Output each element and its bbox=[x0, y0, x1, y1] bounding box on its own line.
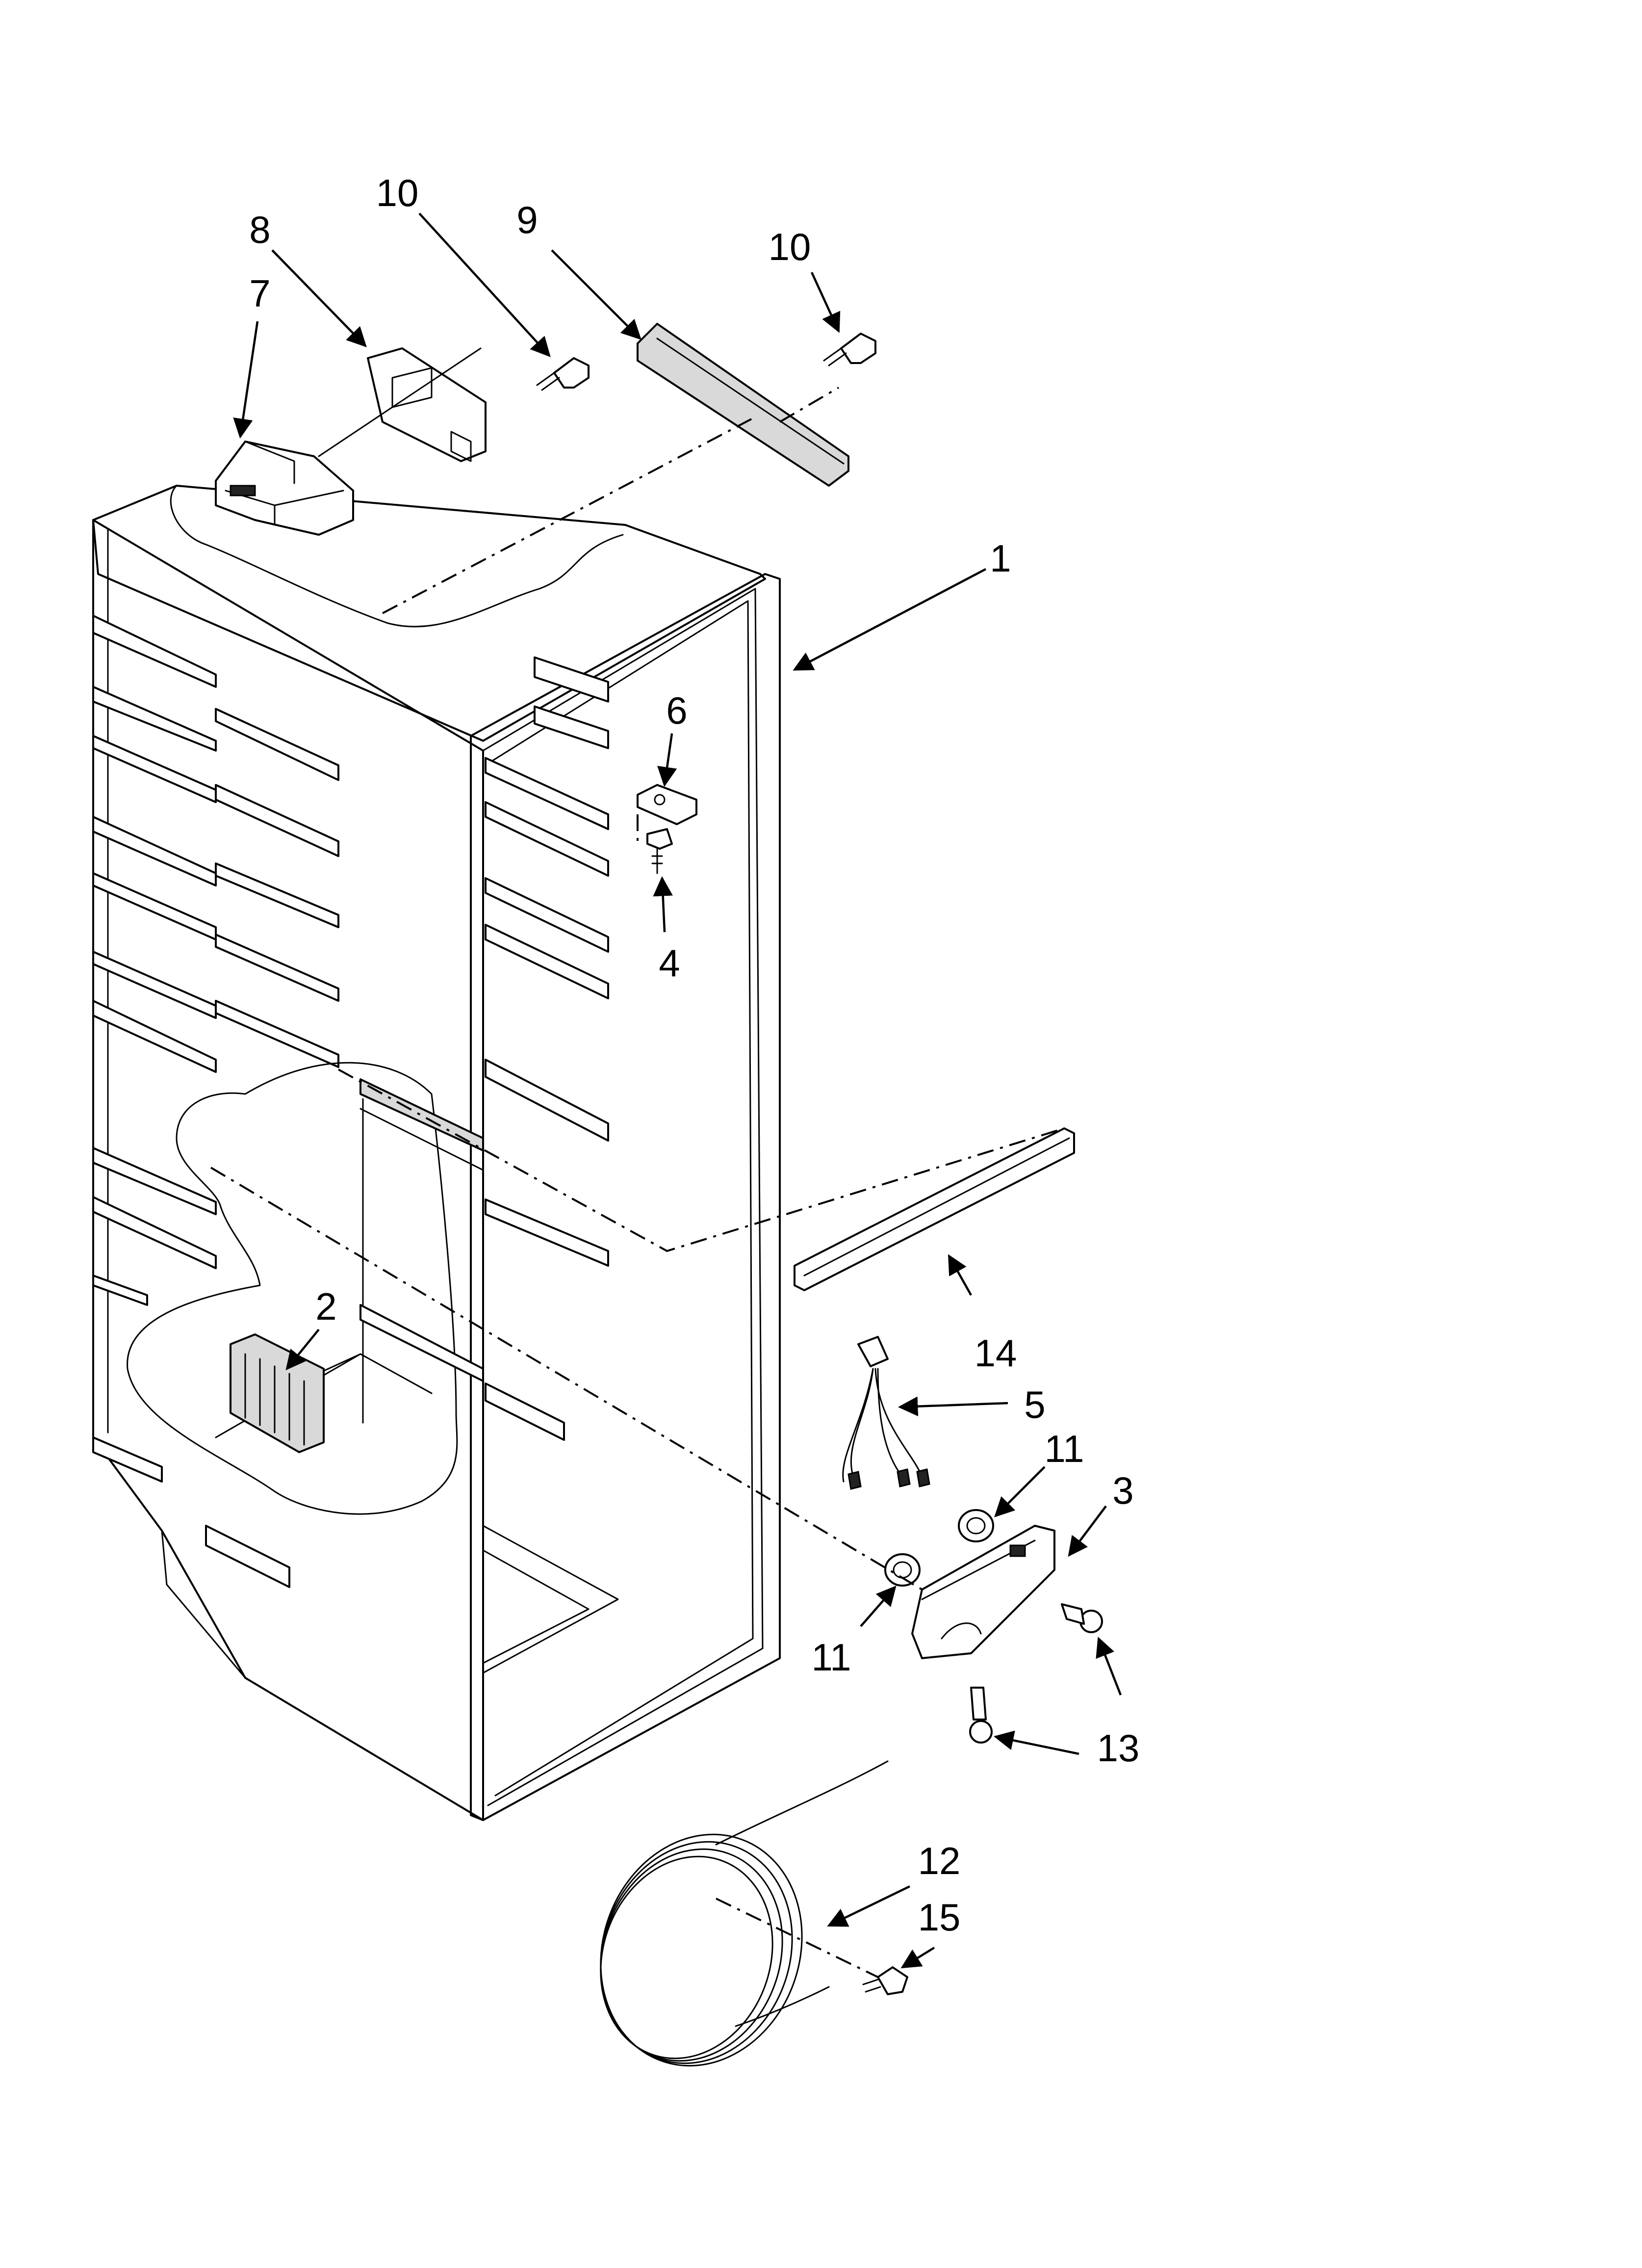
part-11-bushing-b bbox=[884, 1553, 921, 1587]
callout-5: 5 bbox=[1024, 1383, 1045, 1426]
callout-9: 9 bbox=[516, 198, 538, 241]
part-13-plug-b bbox=[969, 1687, 993, 1744]
part-8-bracket bbox=[318, 347, 487, 462]
right-shelf-rails bbox=[485, 656, 609, 1441]
part-12-tubing bbox=[600, 1760, 889, 2067]
callout-7: 7 bbox=[249, 272, 270, 315]
callout-labels: 1 2 3 4 5 6 7 8 9 10 10 11 11 12 13 14 1… bbox=[249, 171, 1139, 1939]
callout-14: 14 bbox=[975, 1331, 1017, 1375]
screw-10b bbox=[823, 333, 876, 366]
callout-13: 13 bbox=[1097, 1726, 1140, 1770]
part-9-rail bbox=[637, 323, 849, 487]
part-6-clip bbox=[637, 784, 697, 825]
assembly-lines bbox=[210, 387, 1065, 1978]
part-3-housing bbox=[911, 1525, 1055, 1659]
screw-10a bbox=[536, 357, 590, 391]
left-shelf-rails bbox=[92, 615, 339, 1588]
part-5-harness bbox=[842, 1336, 930, 1490]
callout-3: 3 bbox=[1112, 1469, 1133, 1512]
callout-10a: 10 bbox=[376, 171, 419, 214]
part-7-housing bbox=[215, 441, 354, 536]
callout-4: 4 bbox=[659, 941, 680, 985]
callout-11b: 11 bbox=[812, 1636, 851, 1679]
callout-1: 1 bbox=[990, 537, 1011, 580]
part-11-bushing-a bbox=[958, 1509, 994, 1542]
part-4-screw bbox=[646, 828, 673, 874]
callout-6: 6 bbox=[666, 689, 687, 732]
part-2-grille bbox=[230, 1333, 325, 1453]
part-13-plug-a bbox=[1061, 1603, 1103, 1633]
cabinet-liner bbox=[92, 485, 781, 1821]
callout-12: 12 bbox=[918, 1839, 961, 1882]
cabinet-cutaway bbox=[127, 1062, 484, 1515]
leader-lines bbox=[233, 212, 1122, 1969]
callout-11a: 11 bbox=[1045, 1427, 1084, 1470]
callout-8: 8 bbox=[249, 208, 270, 251]
callout-10b: 10 bbox=[769, 225, 811, 268]
part-15-screw bbox=[862, 1966, 908, 1995]
part-14-cover bbox=[794, 1127, 1075, 1291]
callout-2: 2 bbox=[315, 1285, 336, 1328]
callout-15: 15 bbox=[918, 1896, 961, 1939]
